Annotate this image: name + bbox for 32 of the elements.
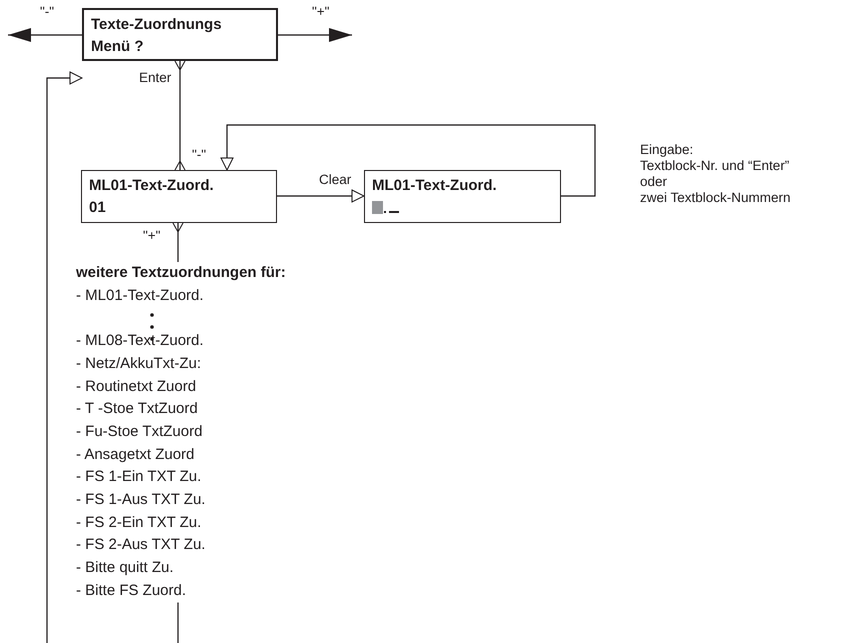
list-item: - Fu-Stoe TxtZuord xyxy=(76,422,202,442)
connector xyxy=(172,222,184,262)
list-item: - FS 2-Aus TXT Zu. xyxy=(76,535,206,556)
display-box xyxy=(364,170,561,223)
list-item: - T -Stoe TxtZuord xyxy=(76,399,198,420)
note-text: oder xyxy=(640,174,668,190)
list-item: - ML01-Text-Zuord. xyxy=(76,286,204,306)
list-item: - Ansagetxt Zuord xyxy=(76,444,194,465)
list-item: - Bitte FS Zuord. xyxy=(76,580,186,601)
list-item: - ML08-Text-Zuord. xyxy=(76,331,204,352)
list-heading: weitere Textzuordnungen für: xyxy=(76,263,286,283)
note-text: zwei Textblock-Nummern xyxy=(640,190,791,206)
display-text: ML01-Text-Zuord. xyxy=(372,176,498,196)
list-item: - Netz/AkkuTxt-Zu: xyxy=(76,354,202,374)
list-item: - Routinetxt Zuord xyxy=(76,376,196,396)
list-item: - FS 1-Aus TXT Zu. xyxy=(76,490,206,510)
connector xyxy=(174,60,186,170)
menu-box xyxy=(82,8,278,61)
note-text: Eingabe: xyxy=(640,142,694,158)
list-item: - FS 1-Ein TXT Zu. xyxy=(76,467,202,488)
display-box xyxy=(81,170,277,223)
list-item: - Bitte quitt Zu. xyxy=(76,558,174,578)
list-item: - FS 2-Ein TXT Zu. xyxy=(76,512,202,533)
display-text: Texte-Zuordnungs Menü ? xyxy=(91,15,223,57)
arrow xyxy=(278,28,352,42)
note-text: Textblock-Nr. und “Enter” xyxy=(640,158,790,174)
display-text: ML01-Text-Zuord. 01 xyxy=(89,176,215,218)
connector xyxy=(220,124,596,197)
connector xyxy=(277,190,364,202)
key-label: "-" xyxy=(192,147,206,163)
arrow xyxy=(8,28,82,42)
connector xyxy=(46,72,179,643)
